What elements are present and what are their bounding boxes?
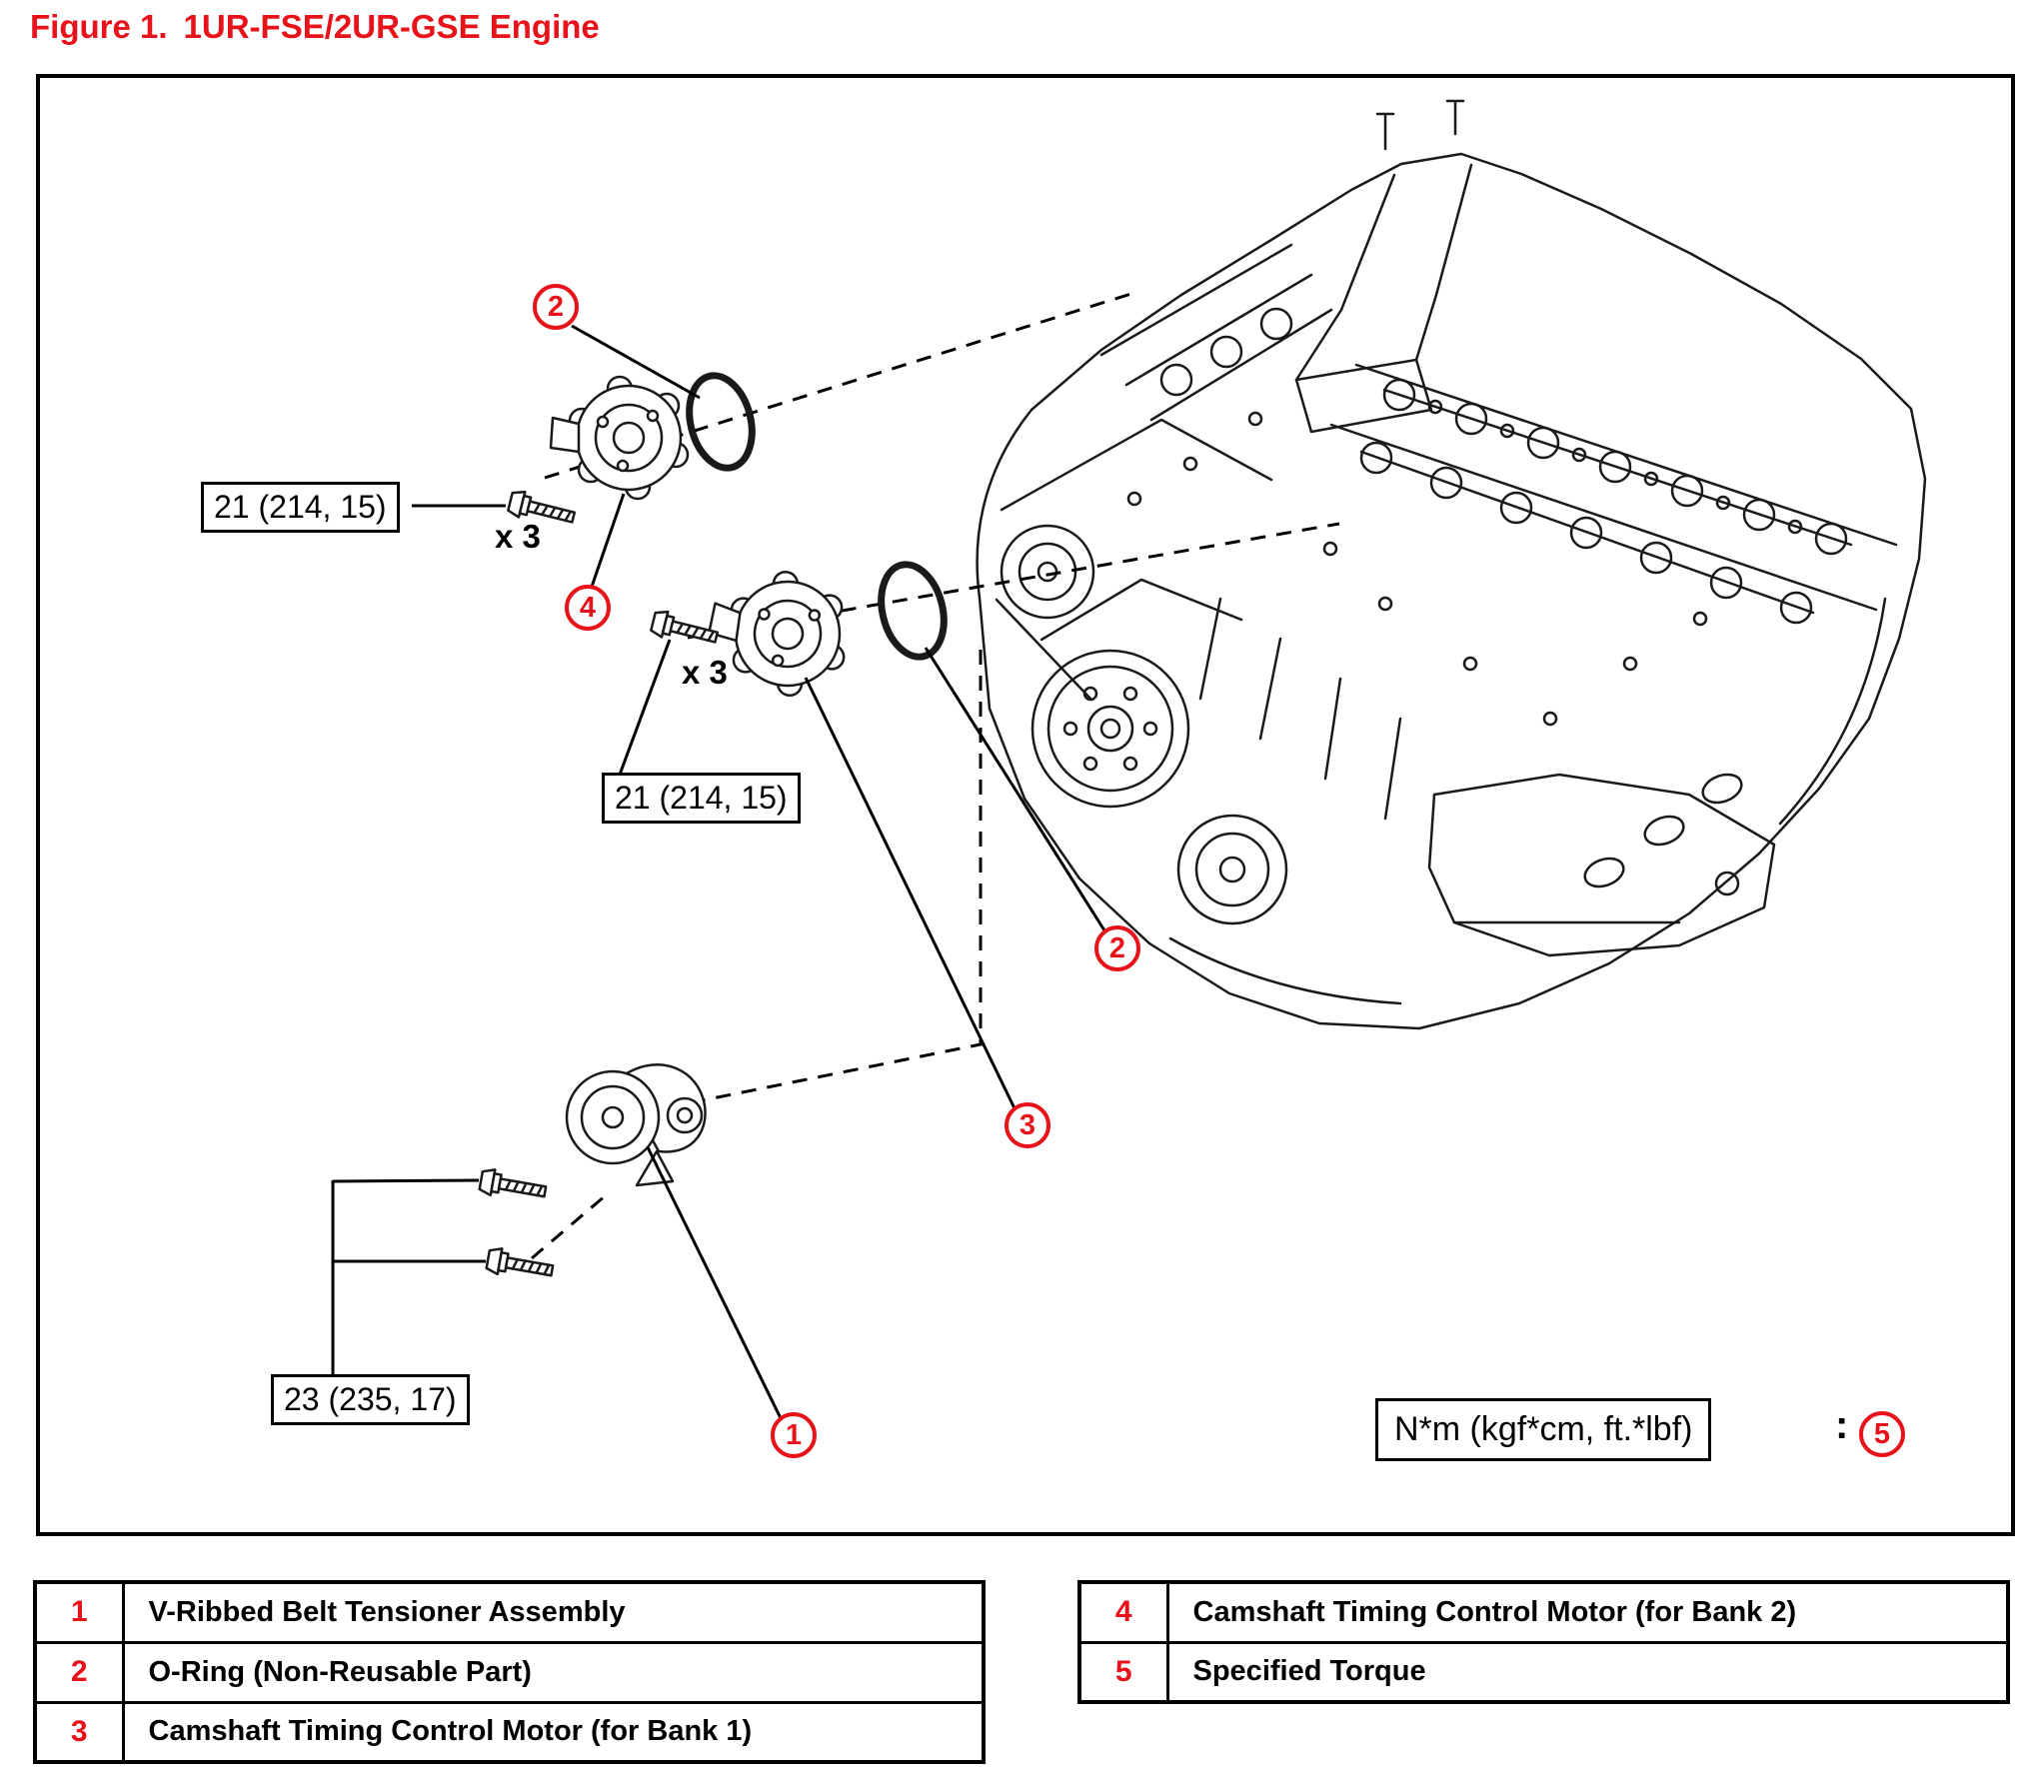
legend-label-1: V-Ribbed Belt Tensioner Assembly bbox=[121, 1580, 986, 1644]
figure-title-number: Figure 1. bbox=[30, 8, 168, 45]
callout-2-top: 2 bbox=[533, 284, 579, 330]
callout-3: 3 bbox=[1005, 1102, 1050, 1148]
legend-num-2: 2 bbox=[33, 1640, 125, 1704]
callout-2-mid: 2 bbox=[1094, 925, 1140, 971]
exploded-parts bbox=[477, 372, 948, 1285]
legend-table-left: 1 V-Ribbed Belt Tensioner Assembly 2 O-R… bbox=[33, 1580, 986, 1764]
legend-row-5: 5 Specified Torque bbox=[1077, 1640, 2010, 1704]
legend-num-5: 5 bbox=[1077, 1640, 1169, 1704]
callout-4: 4 bbox=[565, 585, 611, 631]
legend-label-5: Specified Torque bbox=[1165, 1640, 2010, 1704]
figure-title-text: 1UR-FSE/2UR-GSE Engine bbox=[183, 8, 600, 45]
torque-units-colon: : bbox=[1835, 1403, 1849, 1447]
tensioner-bolt-upper-icon bbox=[477, 1165, 549, 1206]
torque-label-tensioner: 23 (235, 17) bbox=[271, 1374, 470, 1425]
legend-row-3: 3 Camshaft Timing Control Motor (for Ban… bbox=[33, 1700, 986, 1764]
engine-illustration bbox=[976, 99, 1927, 1030]
legend-num-4: 4 bbox=[1077, 1580, 1169, 1644]
callout-1: 1 bbox=[771, 1412, 817, 1458]
figure-title: Figure 1. 1UR-FSE/2UR-GSE Engine bbox=[30, 8, 600, 46]
tensioner-bolt-lower-icon bbox=[484, 1244, 556, 1285]
belt-tensioner-illustration bbox=[565, 1063, 707, 1187]
torque-label-bank2: 21 (214, 15) bbox=[201, 482, 400, 533]
legend-row-2: 2 O-Ring (Non-Reusable Part) bbox=[33, 1640, 986, 1704]
camshaft-timing-motor-bank2-illustration bbox=[549, 375, 690, 501]
callout-5: 5 bbox=[1859, 1411, 1905, 1457]
qty-bank2: x 3 bbox=[495, 518, 541, 555]
torque-label-bank1: 21 (214, 15) bbox=[602, 773, 801, 824]
figure-frame: 21 (214, 15) x 3 21 (214, 15) x 3 23 (23… bbox=[36, 74, 2015, 1536]
legend-label-4: Camshaft Timing Control Motor (for Bank … bbox=[1165, 1580, 2010, 1644]
qty-bank1: x 3 bbox=[682, 654, 728, 691]
torque-units-box: N*m (kgf*cm, ft.*lbf) bbox=[1375, 1398, 1712, 1461]
legend-row-4: 4 Camshaft Timing Control Motor (for Ban… bbox=[1077, 1580, 2010, 1644]
legend-label-2: O-Ring (Non-Reusable Part) bbox=[121, 1640, 986, 1704]
leader-lines bbox=[331, 324, 1106, 1419]
legend-label-3: Camshaft Timing Control Motor (for Bank … bbox=[121, 1700, 986, 1764]
legend-row-1: 1 V-Ribbed Belt Tensioner Assembly bbox=[33, 1580, 986, 1644]
legend-num-1: 1 bbox=[33, 1580, 125, 1644]
o-ring-mid-illustration bbox=[878, 561, 948, 661]
diagram-line-art bbox=[331, 99, 1927, 1419]
o-ring-top-illustration bbox=[686, 372, 756, 472]
legend-table-right: 4 Camshaft Timing Control Motor (for Ban… bbox=[1077, 1580, 2010, 1704]
bolt-bank1-icon bbox=[649, 608, 721, 652]
legend-num-3: 3 bbox=[33, 1700, 125, 1764]
